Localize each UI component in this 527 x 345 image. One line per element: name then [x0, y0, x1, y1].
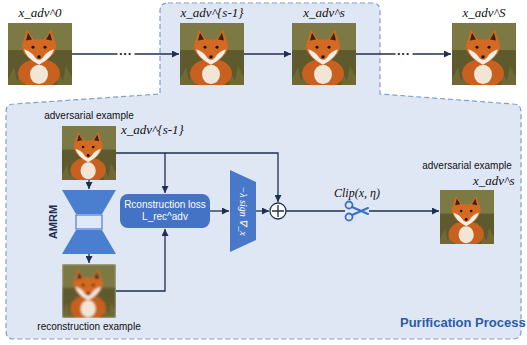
edge-label: ··· [117, 47, 134, 61]
fox-photo [440, 190, 494, 244]
image-label: x_adv^{s-1} [181, 5, 244, 21]
image-label: x_adv^s [303, 5, 345, 21]
image-node: adversarial examplex_adv^{s-1} [18, 110, 168, 180]
region-shape [6, 3, 521, 339]
connector-arrow [244, 53, 291, 54]
fox-photo [62, 264, 116, 318]
fox-picture [180, 23, 244, 85]
trapezoid-shape [230, 170, 256, 252]
process-box: Rconstruction loss L_rec^adv [120, 194, 210, 228]
latent-box [76, 215, 102, 229]
sum-symbol [270, 203, 286, 219]
sum-wire [286, 210, 345, 211]
image-node: x_adv^S [452, 5, 516, 85]
image-label: x_adv^{s-1} [121, 122, 184, 138]
gradient-wire [256, 210, 269, 211]
image-caption: adversarial example [44, 110, 134, 122]
region-title: Purification Process [400, 315, 526, 331]
connector-arrow [88, 180, 89, 189]
process-label: Rconstruction loss L_rec^adv [124, 199, 206, 223]
sum-plus [272, 205, 284, 217]
clip-label: Clip(x, η) [334, 186, 380, 200]
image-node: x_adv^s [292, 5, 356, 85]
fox-photo [62, 126, 116, 180]
image-label: x_adv^S [462, 5, 505, 21]
fox-photo [452, 23, 516, 85]
image-label: x_adv^s [473, 173, 515, 189]
fox-photo [292, 23, 356, 85]
autoencoder-shape: AMRM [62, 190, 116, 254]
fox-picture [452, 23, 516, 85]
image-label: x_adv^0 [18, 5, 61, 21]
process-region: Purification Processx_adv^{s-1}x_adv^sad… [5, 2, 522, 340]
fox-picture [440, 190, 494, 244]
image-node: adversarial examplex_adv^s [413, 160, 505, 244]
fox-picture [8, 23, 72, 85]
module-label: AMRM [47, 205, 60, 239]
connector-arrow [210, 210, 229, 211]
image-caption: adversarial example [422, 160, 512, 172]
fox-picture [292, 23, 356, 85]
fox-picture [62, 126, 116, 180]
operation-label: −λ sign ∇_x [237, 186, 249, 235]
image-node: x_adv^0 [8, 5, 72, 85]
image-node: x_adv^{s-1} [180, 5, 244, 85]
image-node: reconstruction example [62, 264, 116, 318]
gradient-trapezoid: −λ sign ∇_x [230, 170, 256, 252]
fox-photo [180, 23, 244, 85]
encoder-shape [62, 190, 116, 214]
edge-label: ··· [395, 47, 412, 61]
autoencoder-symbol [62, 190, 116, 254]
fox-picture [62, 264, 116, 318]
decoder-shape [62, 230, 116, 254]
fox-photo [8, 23, 72, 85]
connector-arrow [88, 254, 89, 263]
output-wire [369, 210, 439, 211]
image-caption: reconstruction example [37, 321, 140, 333]
